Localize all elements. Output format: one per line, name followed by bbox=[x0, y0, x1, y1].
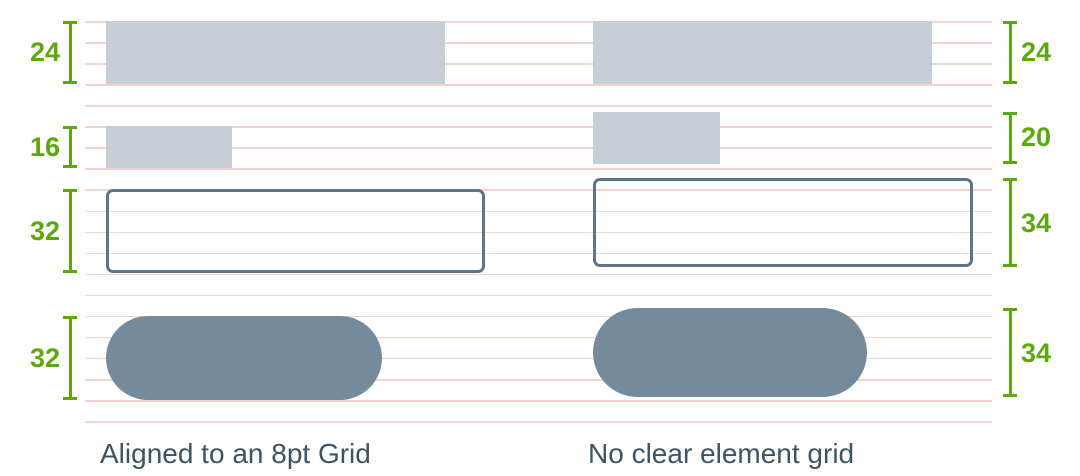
measure-bracket-24-right bbox=[1003, 21, 1017, 84]
unaligned-bar-20 bbox=[593, 112, 720, 164]
gridline bbox=[85, 147, 992, 149]
gridline bbox=[85, 336, 992, 339]
gridline bbox=[85, 126, 992, 128]
gridline bbox=[85, 421, 992, 423]
gridline bbox=[85, 42, 992, 44]
gridline bbox=[85, 400, 992, 402]
measure-value-34-rect-right: 34 bbox=[1021, 208, 1052, 238]
measure-bracket-16-left bbox=[63, 126, 77, 168]
gridline bbox=[85, 84, 992, 86]
caption-unaligned: No clear element grid bbox=[588, 438, 855, 469]
measure-value-32-rect-left: 32 bbox=[29, 216, 60, 246]
measure-value-20-right: 20 bbox=[1021, 122, 1052, 152]
measure-bracket-24-left bbox=[63, 21, 77, 84]
gridline bbox=[85, 294, 992, 297]
gridline bbox=[85, 168, 992, 170]
unaligned-outlined-rect-34 bbox=[593, 178, 973, 267]
gridline bbox=[85, 105, 992, 107]
measure-bracket-20-right bbox=[1003, 112, 1017, 164]
measure-value-16-left: 16 bbox=[29, 132, 60, 162]
aligned-bar-24 bbox=[106, 21, 445, 84]
gridline bbox=[85, 63, 992, 65]
aligned-bar-16 bbox=[106, 126, 232, 168]
gridline bbox=[85, 379, 992, 381]
measure-bracket-34-pill-right bbox=[1003, 308, 1017, 397]
gridline bbox=[85, 273, 992, 276]
aligned-pill-32 bbox=[106, 316, 382, 400]
gridline bbox=[85, 210, 992, 213]
measure-value-34-pill-right: 34 bbox=[1021, 338, 1052, 368]
measure-bracket-32-rect-left bbox=[63, 189, 77, 273]
gridline bbox=[85, 189, 992, 191]
gridline bbox=[85, 252, 992, 255]
gridline bbox=[85, 21, 992, 23]
measure-value-24-right: 24 bbox=[1021, 37, 1052, 67]
gridline bbox=[85, 231, 992, 234]
gridline bbox=[85, 315, 992, 318]
measure-value-32-pill-left: 32 bbox=[29, 343, 60, 373]
measure-value-24-left: 24 bbox=[29, 37, 60, 67]
aligned-outlined-rect-32 bbox=[106, 189, 485, 273]
measure-bracket-32-pill-left bbox=[63, 316, 77, 400]
measure-bracket-34-rect-right bbox=[1003, 178, 1017, 267]
unaligned-pill-34 bbox=[593, 308, 867, 397]
baseline-grid bbox=[85, 0, 992, 476]
gridline bbox=[85, 357, 992, 360]
caption-aligned: Aligned to an 8pt Grid bbox=[100, 438, 371, 469]
unaligned-bar-24 bbox=[593, 21, 932, 84]
